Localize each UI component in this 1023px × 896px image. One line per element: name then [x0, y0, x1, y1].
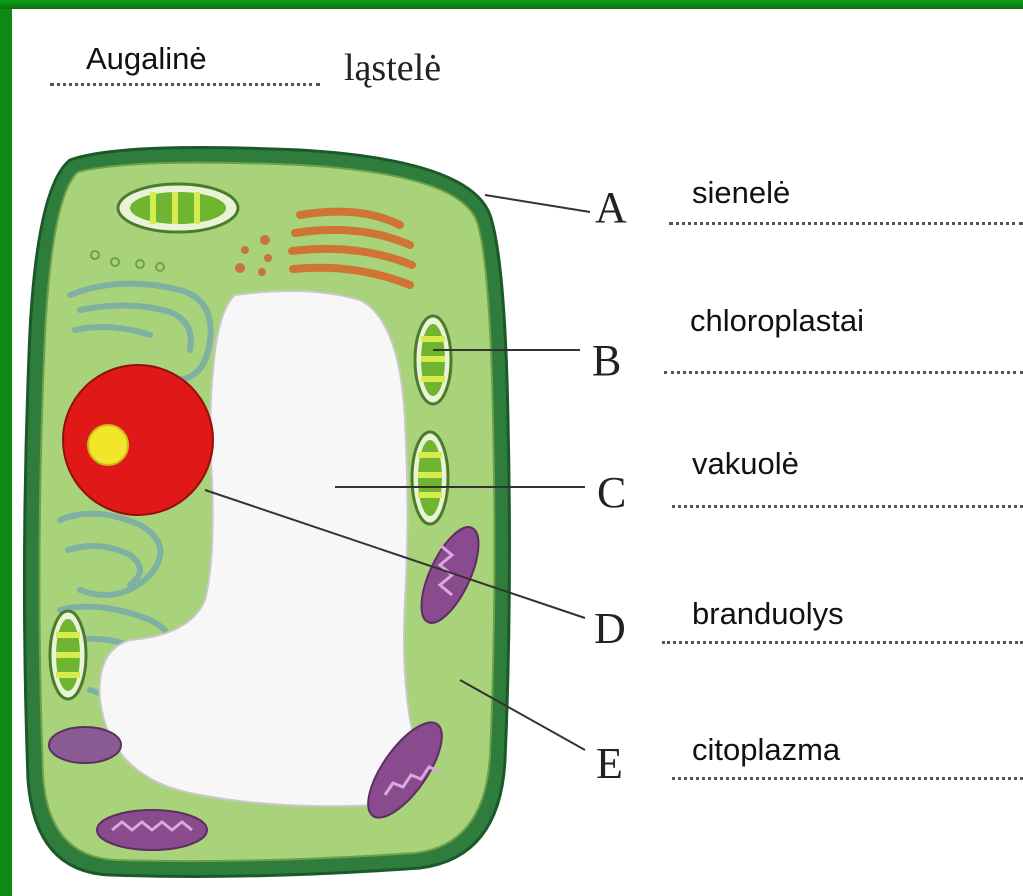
label-line-d: [662, 641, 1023, 644]
label-line-c: [672, 505, 1023, 508]
label-letter-e: E: [596, 742, 623, 786]
label-answer-c: vakuolė: [692, 448, 799, 479]
nucleus: [63, 365, 213, 515]
label-letter-d: D: [594, 607, 626, 651]
label-answer-e: citoplazma: [692, 734, 840, 765]
chloroplast-right-1: [415, 316, 451, 404]
chloroplast-right-2: [412, 432, 448, 524]
mitochondrion-left: [49, 727, 121, 763]
label-line-a: [669, 222, 1023, 225]
chloroplast-top: [118, 184, 238, 232]
label-answer-b: chloroplastai: [690, 305, 864, 336]
label-letter-c: C: [597, 471, 626, 515]
label-line-b: [664, 371, 1023, 374]
chloroplast-left-bottom: [50, 611, 86, 699]
label-answer-a: sienelė: [692, 177, 790, 208]
label-line-e: [672, 777, 1023, 780]
label-letter-a: A: [595, 186, 627, 230]
label-letter-b: B: [592, 339, 621, 383]
plant-cell-diagram: [12, 9, 1023, 896]
label-answer-d: branduolys: [692, 598, 844, 629]
mitochondrion-bottom: [97, 810, 207, 850]
